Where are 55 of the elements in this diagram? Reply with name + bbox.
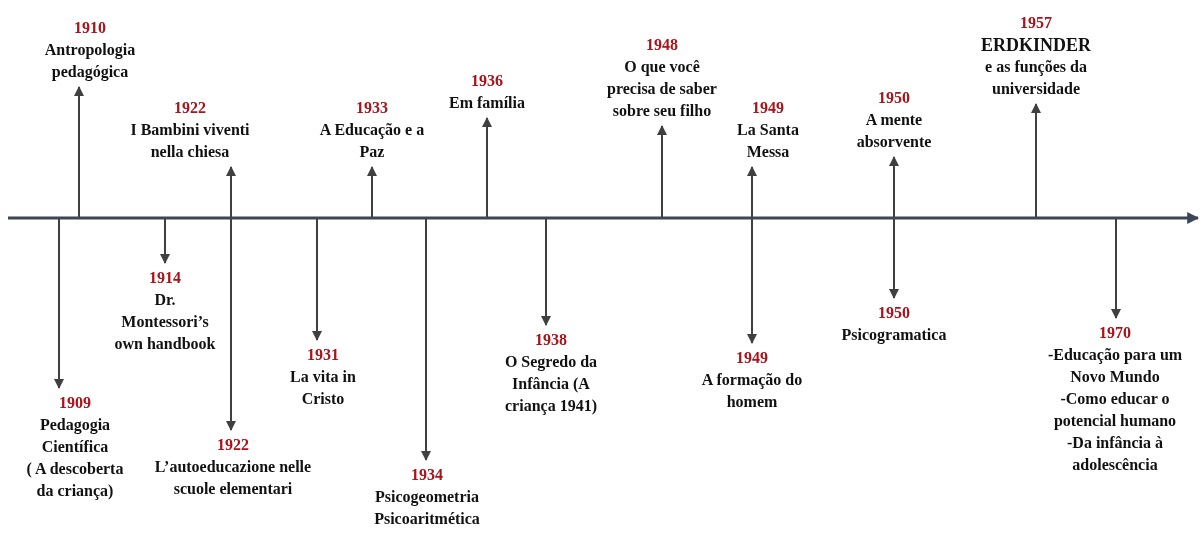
arrow (1111, 218, 1121, 319)
book-title: Psicogeometria Psicoaritmética (373, 487, 481, 529)
year-label: 1933 (356, 98, 388, 118)
book-title: Dr. Montessori’s own handbook (113, 290, 217, 354)
book-title: I Bambini viventi nella chiesa (129, 120, 251, 162)
year-label: 1938 (535, 330, 567, 350)
book-title: ERDKINDER (981, 34, 1091, 56)
year-label: 1914 (149, 268, 181, 288)
book-title: Psicogramatica (841, 325, 947, 346)
year-label: 1948 (646, 35, 678, 55)
year-label: 1936 (471, 71, 503, 91)
arrow (74, 86, 84, 218)
arrow (226, 218, 236, 431)
book-title: O Segredo da Infância (A criança 1941) (503, 352, 599, 417)
year-label: 1909 (59, 393, 91, 413)
year-label: 1950 (878, 88, 910, 108)
book-title: La vita in Cristo (289, 367, 357, 409)
arrow (541, 218, 551, 326)
year-label: 1934 (411, 465, 443, 485)
book-title: O que você precisa de saber sobre seu filho (606, 57, 718, 121)
arrow (226, 166, 236, 218)
book-title: -Como educar o potencial humano (1052, 389, 1178, 432)
arrow (1031, 103, 1041, 218)
book-title: Pedagogia Científica (38, 415, 112, 457)
arrow (889, 156, 899, 218)
book-title: Em família (449, 93, 525, 113)
arrow (747, 218, 757, 344)
year-label: 1931 (307, 345, 339, 365)
arrow (312, 218, 322, 341)
book-title: e as funções da universidade (984, 57, 1088, 99)
book-title: A formação do homem (700, 370, 804, 412)
arrow (421, 218, 431, 461)
book-title: La Santa Messa (736, 120, 800, 162)
year-label: 1949 (736, 348, 768, 368)
book-title: Antropologia pedagógica (43, 40, 137, 83)
book-title: -Educação para um Novo Mundo (1047, 345, 1183, 387)
year-label: 1922 (217, 435, 249, 455)
year-label: 1922 (174, 98, 206, 118)
year-label: 1950 (878, 303, 910, 323)
book-title: ( A descoberta da criança) (25, 459, 125, 502)
arrow (367, 166, 377, 218)
arrow (160, 218, 170, 264)
arrow (657, 125, 667, 218)
arrow (889, 218, 899, 299)
book-title: A Educação e a Paz (318, 120, 426, 162)
book-title: A mente absorvente (855, 110, 933, 152)
book-title: L’autoeducazione nelle scuole elementari (153, 457, 313, 499)
arrow (482, 117, 492, 218)
year-label: 1910 (74, 18, 106, 38)
year-label: 1957 (1020, 13, 1052, 33)
year-label: 1970 (1099, 323, 1131, 343)
book-title: -Da infância à adolescência (1066, 433, 1164, 475)
year-label: 1949 (752, 98, 784, 118)
arrow (747, 166, 757, 218)
arrow (54, 218, 64, 389)
